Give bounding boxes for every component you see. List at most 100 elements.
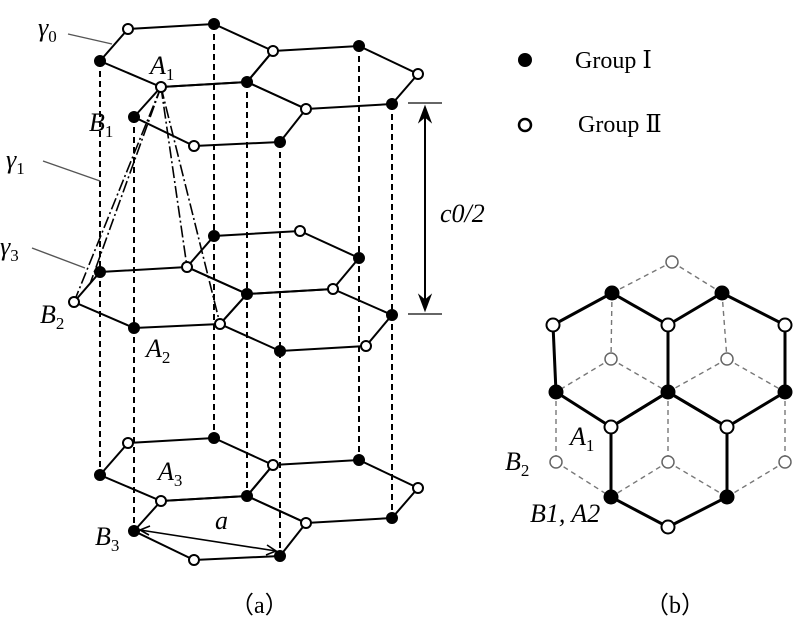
dashed-bond: [667, 461, 728, 498]
gamma1-label: γ1: [6, 145, 25, 178]
open-atom: [412, 68, 424, 80]
filled-atom: [94, 469, 106, 481]
open-atom: [777, 317, 793, 333]
figure-b-atoms: [545, 255, 793, 535]
open-atom: [545, 317, 561, 333]
label-B2: B2: [40, 300, 64, 333]
filled-circle-icon: [518, 53, 532, 67]
filled-atom: [353, 252, 365, 264]
open-atom: [155, 495, 167, 507]
open-atom: [778, 455, 792, 469]
filled-atom: [386, 512, 398, 524]
open-atom: [181, 261, 193, 273]
interlayer-distance-arrow: [408, 102, 442, 315]
b-label-B1-A2: B1, A2: [530, 499, 600, 528]
hopping-line: [160, 86, 221, 325]
open-atom: [660, 317, 676, 333]
label-B1: B1: [89, 108, 113, 141]
open-atom: [294, 225, 306, 237]
open-atom: [660, 519, 676, 535]
label-A1: A1: [148, 51, 174, 84]
label-A3: A3: [156, 457, 182, 490]
sublattice-dashed-bonds: [555, 261, 786, 498]
legend-group-1: Group Ⅰ: [575, 48, 652, 74]
gamma0-leader: [67, 33, 113, 45]
filled-atom: [94, 266, 106, 278]
filled-atom: [274, 345, 286, 357]
open-atom: [300, 103, 312, 115]
filled-atom: [208, 230, 220, 242]
interlayer-hopping-lines: [73, 86, 221, 325]
open-atom: [155, 81, 167, 93]
dashed-bond: [721, 292, 728, 360]
dashed-bond: [610, 292, 613, 360]
filled-atom: [660, 384, 676, 400]
dashed-bond: [667, 358, 728, 393]
dashed-bond: [726, 358, 786, 393]
open-atom: [300, 517, 312, 529]
open-atom: [267, 459, 279, 471]
open-atom: [665, 255, 679, 269]
hopping-line: [89, 86, 162, 285]
filled-atom: [604, 285, 620, 301]
gamma0-label: γ0: [38, 13, 57, 46]
open-atom: [549, 455, 563, 469]
atoms: [68, 18, 424, 566]
open-circle-icon: [517, 117, 533, 133]
b-label-B2: B2: [505, 447, 529, 480]
filled-atom: [208, 432, 220, 444]
dashed-bond: [555, 461, 612, 498]
hopping-line: [73, 86, 162, 303]
open-atom: [188, 140, 200, 152]
filled-atom: [274, 550, 286, 562]
filled-atom: [241, 76, 253, 88]
open-atom: [214, 318, 226, 330]
filled-atom: [128, 525, 140, 537]
dashed-bond: [610, 358, 669, 393]
filled-atom: [353, 40, 365, 52]
legend-group-2: Group Ⅱ: [578, 112, 662, 138]
gamma1-leader: [42, 160, 101, 182]
lattice-constant-arrow: [138, 525, 278, 556]
dashed-bond: [726, 461, 786, 498]
filled-atom: [128, 322, 140, 334]
filled-atom: [353, 454, 365, 466]
filled-atom: [777, 384, 793, 400]
open-atom: [360, 340, 372, 352]
open-atom: [68, 296, 80, 308]
caption-b: （b）: [645, 593, 705, 619]
label-B3: B3: [95, 522, 119, 555]
label-A2: A2: [144, 334, 170, 367]
open-atom: [122, 437, 134, 449]
open-atom: [267, 45, 279, 57]
filled-atom: [386, 309, 398, 321]
filled-atom: [719, 489, 735, 505]
dashed-bond: [555, 358, 612, 393]
hopping-line: [160, 86, 188, 268]
dashed-bond: [671, 261, 723, 294]
gamma3-label: γ3: [0, 232, 19, 265]
interlayer-dashed-lines: [99, 24, 393, 556]
open-atom: [720, 352, 734, 366]
filled-atom: [603, 489, 619, 505]
open-atom: [122, 23, 134, 35]
legend: Group Ⅰ Group Ⅱ: [517, 48, 662, 138]
open-atom: [603, 419, 619, 435]
open-atom: [188, 554, 200, 566]
label-c0-half: c0/2: [440, 199, 485, 228]
filled-atom: [241, 288, 253, 300]
filled-atom: [386, 98, 398, 110]
b-label-A1: A1: [568, 422, 594, 455]
filled-atom: [548, 384, 564, 400]
filled-atom: [208, 18, 220, 30]
dashed-bond: [610, 461, 669, 498]
gamma3-leader: [31, 247, 86, 269]
open-atom: [327, 283, 339, 295]
filled-atom: [128, 111, 140, 123]
filled-atom: [714, 285, 730, 301]
filled-atom: [274, 136, 286, 148]
open-atom: [661, 455, 675, 469]
open-atom: [412, 482, 424, 494]
